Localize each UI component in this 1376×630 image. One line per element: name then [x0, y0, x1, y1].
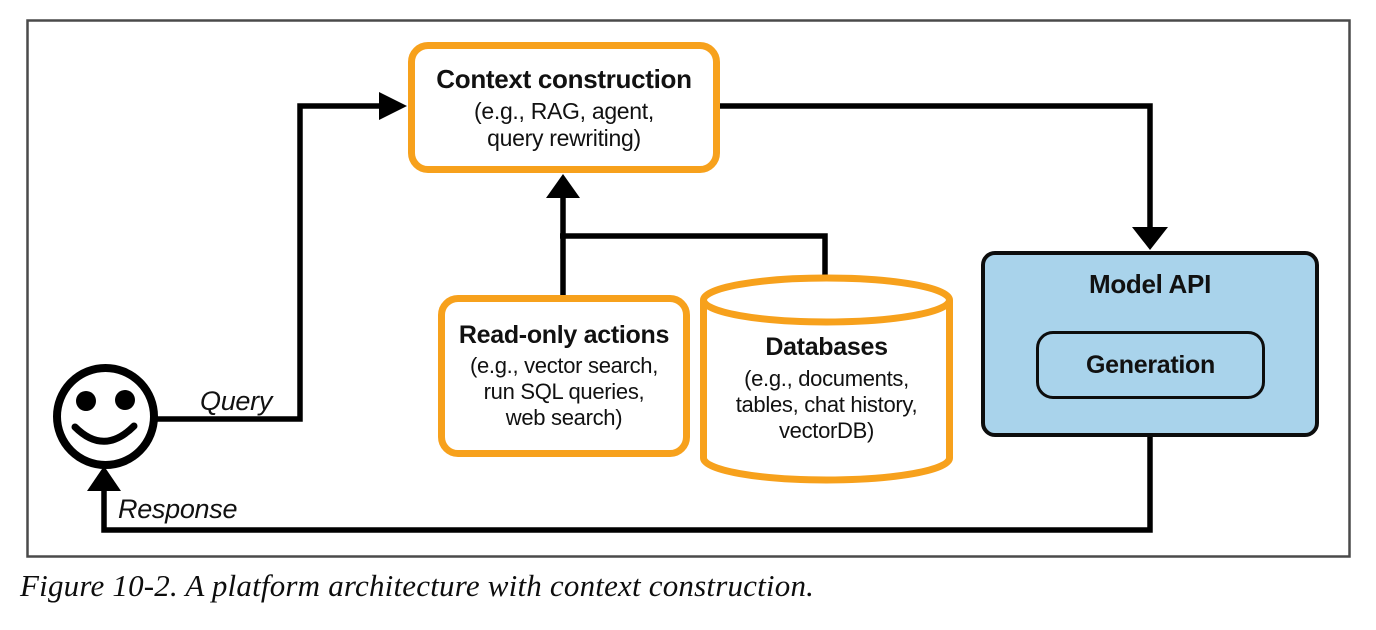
generation-label: Generation — [1086, 350, 1215, 379]
context-construction-title: Context construction — [436, 63, 692, 94]
generation-node: Generation — [1036, 331, 1265, 399]
read-only-actions-node: Read-only actions (e.g., vector search, … — [438, 295, 690, 457]
context-to-model-arrow — [718, 103, 1153, 228]
read-only-actions-title: Read-only actions — [458, 321, 670, 349]
context-to-model-arrowhead-icon — [1132, 227, 1168, 250]
diagram-frame — [26, 19, 1351, 558]
model-api-node: Model API Generation — [981, 251, 1319, 437]
figure-caption: Figure 10-2. A platform architecture wit… — [20, 568, 815, 603]
readonly-to-context-arrow — [560, 198, 828, 296]
context-construction-subtitle: (e.g., RAG, agent, query rewriting) — [474, 97, 654, 151]
context-construction-node: Context construction (e.g., RAG, agent, … — [408, 42, 720, 173]
model-api-title: Model API — [1088, 269, 1211, 299]
response-edge-label: Response — [118, 494, 238, 524]
database-cylinder-icon — [700, 274, 953, 484]
databases-connector-line — [560, 233, 828, 279]
user-smiley-icon — [53, 364, 158, 469]
query-edge-label: Query — [200, 386, 273, 416]
read-only-actions-subtitle: (e.g., vector search, run SQL queries, w… — [469, 353, 659, 430]
query-arrowhead-icon — [379, 92, 407, 120]
databases-subtitle: (e.g., documents, tables, chat history, … — [735, 366, 918, 443]
readonly-to-context-arrowhead-icon — [546, 174, 580, 198]
response-arrowhead-icon — [87, 466, 121, 491]
databases-node: Databases (e.g., documents, tables, chat… — [700, 333, 953, 444]
databases-title: Databases — [765, 333, 888, 361]
response-arrow — [101, 437, 1153, 533]
query-arrow — [155, 103, 380, 422]
